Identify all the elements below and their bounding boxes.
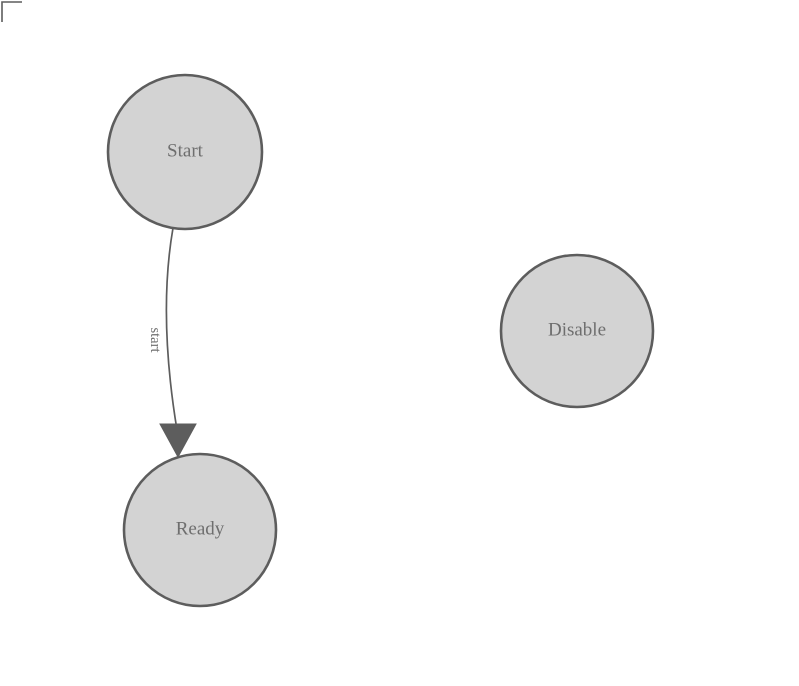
edge-start-to-ready[interactable]: start [147, 227, 197, 459]
node-ready-label: Ready [176, 518, 225, 539]
node-disable-circle[interactable] [499, 253, 655, 409]
edge-label-start: start [147, 328, 163, 353]
selection-corner-bracket-icon [1, 1, 22, 22]
arrowhead-icon [159, 423, 197, 459]
node-disable-label: Disable [548, 319, 606, 340]
node-ready[interactable]: Ready [122, 452, 278, 608]
node-start[interactable]: Start [106, 73, 264, 231]
edge-path [165, 227, 178, 431]
node-disable[interactable]: Disable [499, 253, 655, 409]
node-ready-circle[interactable] [122, 452, 278, 608]
node-start-circle[interactable] [106, 73, 264, 231]
node-start-label: Start [167, 140, 204, 161]
